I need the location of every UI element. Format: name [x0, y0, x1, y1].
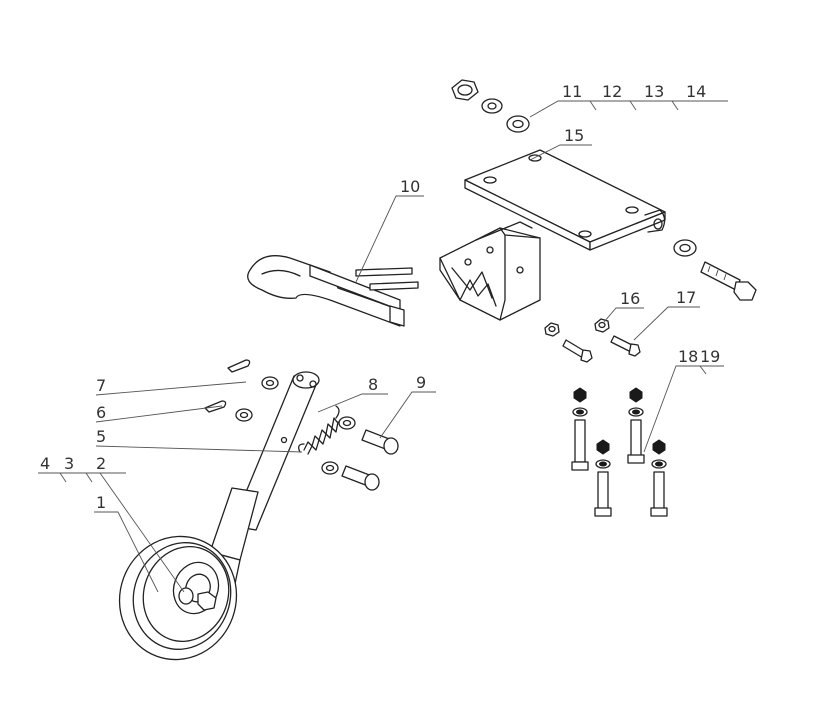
axle-bolt: [178, 587, 217, 611]
callout-6: 6: [96, 403, 106, 422]
callout-13: 13: [644, 82, 664, 101]
bracket-frame: [439, 221, 541, 321]
washer-left-lower: [235, 408, 253, 422]
mounting-plate: [464, 149, 666, 251]
callout-1: 1: [96, 493, 106, 512]
callout-19: 19: [700, 347, 720, 366]
pin-upper: [361, 429, 399, 455]
callout-9: 9: [416, 373, 426, 392]
hook-arm: [247, 255, 419, 327]
pin-lower: [341, 465, 380, 491]
washer-right: [673, 239, 697, 257]
bolt-small-left: [562, 339, 593, 363]
callout-7: 7: [96, 376, 106, 395]
callout-16: 16: [620, 289, 640, 308]
callout-11: 11: [562, 82, 582, 101]
cotter-pin-lower: [204, 400, 227, 413]
callout-8: 8: [368, 375, 378, 394]
cotter-pin-upper: [227, 359, 251, 373]
washer-pin-upper: [338, 416, 356, 430]
callout-17: 17: [676, 288, 696, 307]
callout-2: 2: [96, 454, 106, 473]
callout-14: 14: [686, 82, 706, 101]
washer-left-upper: [261, 376, 279, 390]
callout-4: 4: [40, 454, 50, 473]
tension-spring: [298, 405, 340, 455]
nut-small-right: [594, 318, 610, 333]
callout-10: 10: [400, 177, 420, 196]
callout-5: 5: [96, 427, 106, 446]
callout-3: 3: [64, 454, 74, 473]
bolt-small-right: [610, 335, 641, 357]
flange-bolt-set: [571, 387, 668, 517]
leader-lines: [38, 100, 728, 593]
flat-washer-top: [506, 115, 530, 133]
washer-pin-lower: [321, 461, 339, 475]
callout-15: 15: [564, 126, 584, 145]
callout-18: 18: [678, 347, 698, 366]
callout-labels: 11 12 13 14 15 10 16 17 18 19 7 6 5 8 9 …: [40, 82, 720, 512]
wheel: [118, 535, 238, 661]
hex-bolt-large: [700, 261, 757, 301]
spring-washer-top: [481, 98, 503, 114]
callout-12: 12: [602, 82, 622, 101]
hex-nut-top: [451, 79, 479, 101]
nut-small-left: [544, 322, 560, 337]
